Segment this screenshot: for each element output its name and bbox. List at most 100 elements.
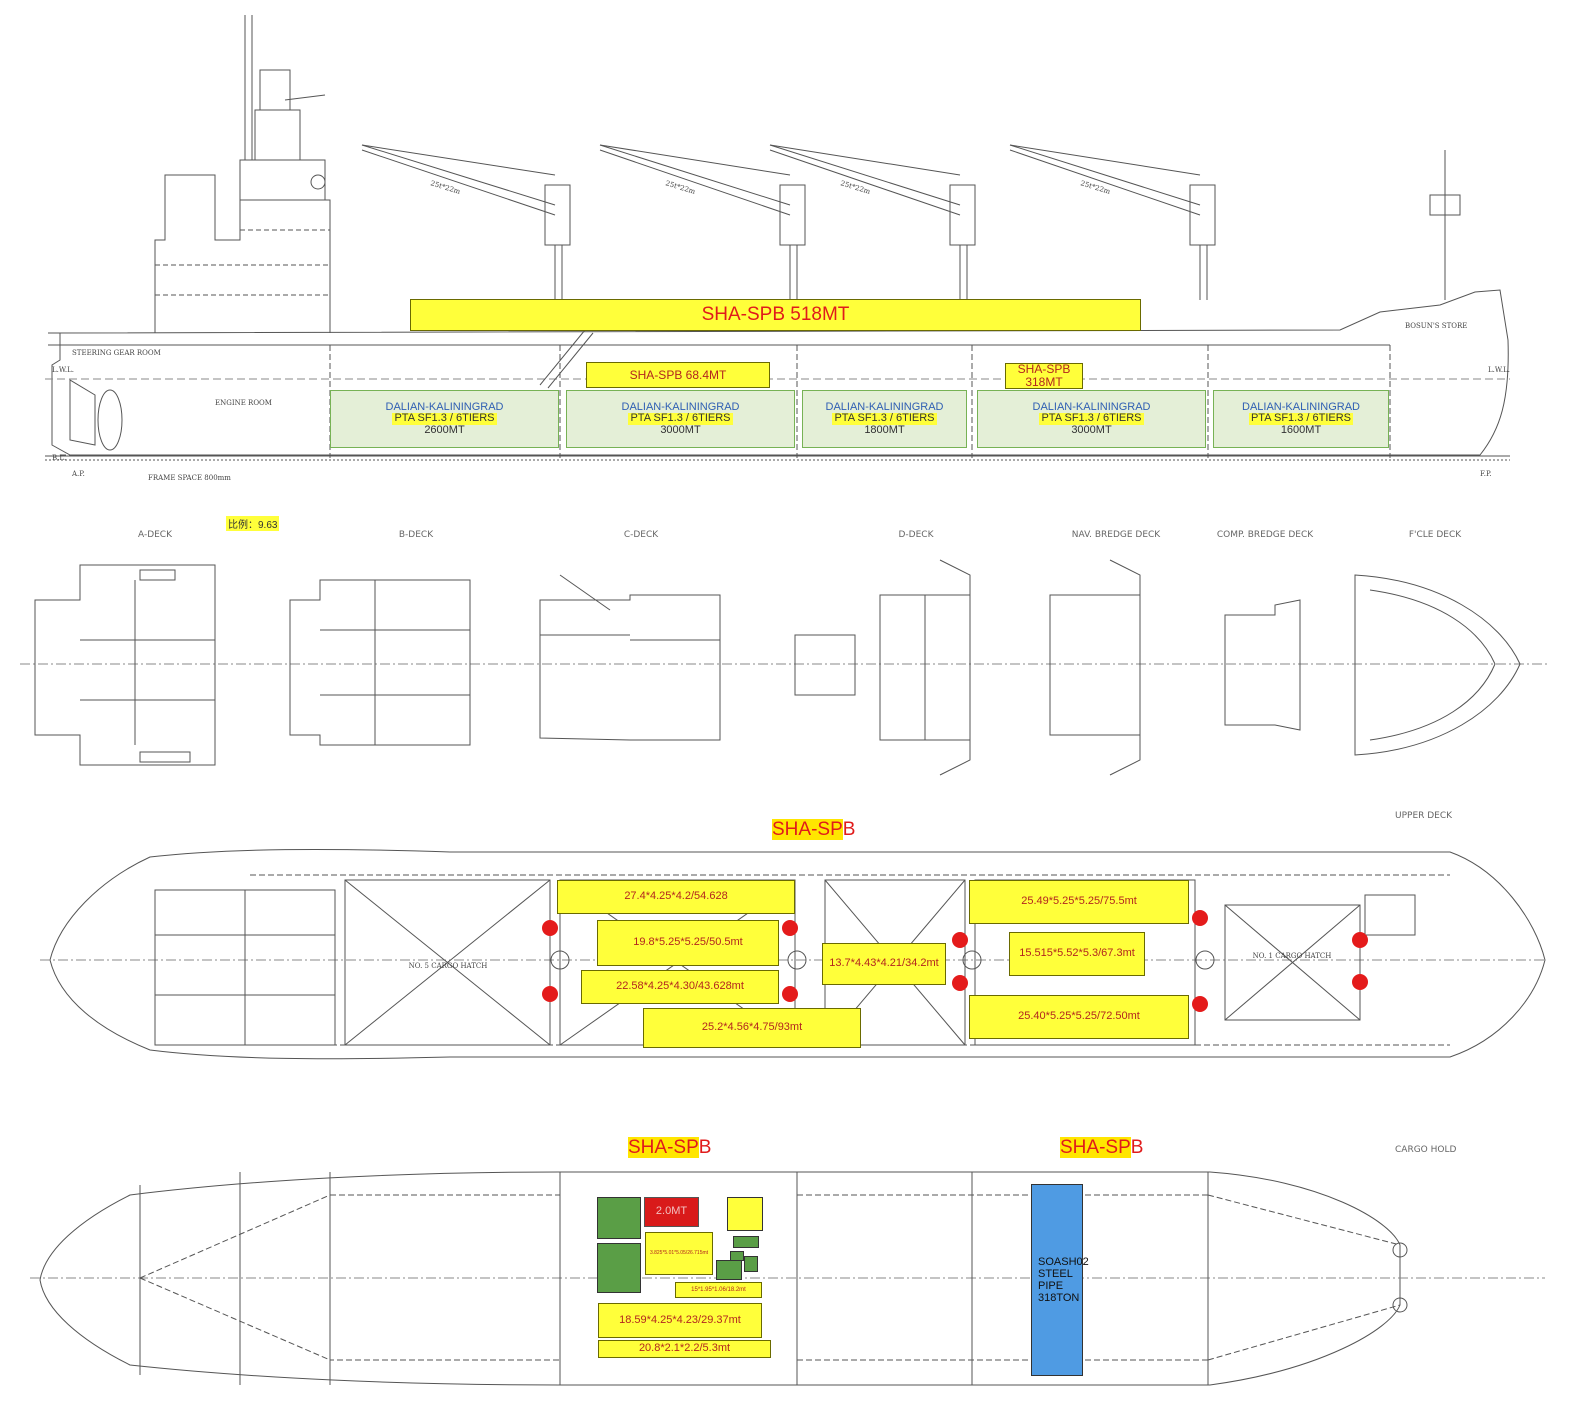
steering-label: STEERING GEAR ROOM	[72, 349, 161, 357]
deck-title-fcle: F'CLE DECK	[1409, 530, 1462, 540]
green-cargo-block	[716, 1260, 742, 1280]
green-cargo-block	[597, 1243, 641, 1293]
pipe-line-2: STEEL	[1038, 1267, 1073, 1280]
green-cargo-block	[744, 1256, 758, 1272]
upper-cargo-4: 25.2*4.56*4.75/93mt	[643, 1008, 861, 1048]
red-cargo-box: 2.0MT	[644, 1197, 699, 1227]
hold-5-cargo: PTA SF1.3 / 6TIERS	[392, 412, 497, 425]
upper-deck-title: SHA-SPB	[772, 819, 856, 840]
hold-4-cargo: PTA SF1.3 / 6TIERS	[628, 412, 733, 425]
hold-4-route: DALIAN-KALININGRAD	[621, 400, 740, 413]
bosun-label: BOSUN'S STORE	[1405, 322, 1467, 330]
crane-rating-4: 25t*22m	[1079, 179, 1111, 196]
green-cargo-block	[733, 1236, 759, 1248]
deck-title-d: D-DECK	[899, 530, 935, 540]
hold-cargo-1: 18.59*4.25*4.23/29.37mt	[598, 1303, 762, 1338]
lashing-marker	[1352, 932, 1368, 948]
a-deck-plan	[34, 564, 216, 766]
cargo-hold-section-label: CARGO HOLD	[1395, 1145, 1456, 1155]
lashing-marker	[542, 920, 558, 936]
upper-deck-title-rest: B	[842, 819, 856, 840]
crane-1	[361, 144, 571, 300]
upper-deck-section-label: UPPER DECK	[1395, 811, 1453, 821]
lashing-marker	[782, 986, 798, 1002]
cargo-hold-title-2: SHA-SPB	[1060, 1137, 1144, 1158]
pipe-cargo-box: SOASH02 STEEL PIPE 318TON	[1031, 1184, 1089, 1376]
b-deck-plan	[289, 579, 471, 746]
lashing-marker	[952, 932, 968, 948]
cargo-hold-title-1-rest: B	[698, 1137, 712, 1158]
hold-cargo-tiny: 15*1.95*1.06/18.2mt	[675, 1282, 762, 1298]
crane-4	[1009, 144, 1216, 300]
hull-profile	[47, 289, 1509, 456]
pipe-line-1: SOASH02	[1038, 1255, 1089, 1268]
cargo-hold-title-1-highlight: SHA-SP	[628, 1137, 699, 1158]
crane-2	[599, 144, 806, 300]
deck-title-nav: NAV. BREDGE DECK	[1072, 530, 1161, 540]
lashing-marker	[1352, 974, 1368, 990]
hold-box-3: DALIAN-KALININGRAD PTA SF1.3 / 6TIERS 18…	[802, 390, 967, 448]
engine-room-label: ENGINE ROOM	[215, 399, 272, 407]
pipe-line-3: PIPE	[1038, 1280, 1064, 1292]
hold-3-route: DALIAN-KALININGRAD	[825, 400, 944, 413]
upper-deck-title-highlight: SHA-SP	[772, 819, 843, 840]
lashing-marker	[1192, 996, 1208, 1012]
lashing-marker	[542, 986, 558, 1002]
deck-title-c: C-DECK	[624, 530, 659, 540]
upper-cargo-1: 27.4*4.25*4.2/54.628	[557, 880, 795, 914]
lashing-marker	[782, 920, 798, 936]
crane-3	[769, 144, 976, 300]
upper-cargo-5: 13.7*4.43*4.21/34.2mt	[822, 943, 946, 985]
hold-cargo-2: 20.8*2.1*2.2/5.3mt	[598, 1340, 771, 1358]
hold-2-cargo: PTA SF1.3 / 6TIERS	[1039, 412, 1144, 425]
pipe-line-4: 318TON	[1038, 1292, 1080, 1305]
deck-title-comp: COMP. BREDGE DECK	[1217, 530, 1314, 540]
upper-cargo-3: 22.58*4.25*4.30/43.628mt	[581, 970, 779, 1004]
hold-2-route: DALIAN-KALININGRAD	[1032, 400, 1151, 413]
hold-cargo-small: 3.825*5.01*5.05/26.715mt	[645, 1232, 713, 1275]
fcle-deck-plan	[1354, 574, 1521, 756]
hold-5-route: DALIAN-KALININGRAD	[385, 400, 504, 413]
hold-box-2: DALIAN-KALININGRAD PTA SF1.3 / 6TIERS 30…	[977, 390, 1206, 448]
cargo-hold-plan	[30, 1171, 1545, 1386]
cargo-hold-title-2-rest: B	[1130, 1137, 1144, 1158]
upper-cargo-2: 19.8*5.25*5.25/50.5mt	[597, 920, 779, 966]
hold-box-1: DALIAN-KALININGRAD PTA SF1.3 / 6TIERS 16…	[1213, 390, 1389, 448]
lashing-marker	[1192, 910, 1208, 926]
tween-load-box-2: SHA-SPB 318MT	[1005, 363, 1083, 389]
lwl-right-label: L.W.L.	[1488, 366, 1510, 374]
hold-1-route: DALIAN-KALININGRAD	[1242, 400, 1360, 413]
hold-3-cargo: PTA SF1.3 / 6TIERS	[832, 412, 937, 425]
deck-load-box: SHA-SPB 518MT	[410, 299, 1141, 331]
lashing-marker	[952, 975, 968, 991]
scale-note: 比例：9.63	[226, 516, 280, 531]
fp-label: F.P.	[1480, 470, 1492, 478]
green-cargo-block	[597, 1197, 641, 1239]
hold-1-weight: 1600MT	[1280, 423, 1322, 436]
bl-label: B.L.	[52, 454, 66, 462]
hold-box-5: DALIAN-KALININGRAD PTA SF1.3 / 6TIERS 26…	[330, 390, 559, 448]
cargo-hold-title-1: SHA-SPB	[628, 1137, 712, 1158]
deck-title-a: A-DECK	[138, 530, 173, 540]
hold-4-weight: 3000MT	[660, 423, 701, 436]
hatch-5-label: NO. 5 CARGO HATCH	[409, 962, 488, 970]
tween-load-box-1: SHA-SPB 68.4MT	[586, 362, 770, 388]
crane-rating-3: 25t*22m	[839, 179, 871, 196]
upper-cargo-8: 25.40*5.25*5.25/72.50mt	[969, 995, 1189, 1039]
cargo-hold-title-2-highlight: SHA-SP	[1060, 1137, 1131, 1158]
hold-5-weight: 2600MT	[424, 423, 465, 436]
deck-title-b: B-DECK	[399, 530, 434, 540]
hold-box-4: DALIAN-KALININGRAD PTA SF1.3 / 6TIERS 30…	[566, 390, 795, 448]
nav-deck-plan	[1049, 594, 1141, 736]
hold-3-weight: 1800MT	[864, 423, 905, 436]
frame-space-label: FRAME SPACE 800mm	[148, 474, 231, 482]
comp-deck-plan	[1224, 599, 1301, 731]
lwl-left-label: L.W.L.	[52, 366, 74, 374]
upper-cargo-7: 15.515*5.52*5.3/67.3mt	[1009, 932, 1145, 976]
c-deck-plan	[539, 594, 721, 741]
ap-label: A.P.	[71, 470, 85, 478]
yellow-cargo-block	[727, 1197, 763, 1231]
hatch-1-label: NO. 1 CARGO HATCH	[1253, 952, 1332, 960]
hold-2-weight: 3000MT	[1071, 423, 1112, 436]
